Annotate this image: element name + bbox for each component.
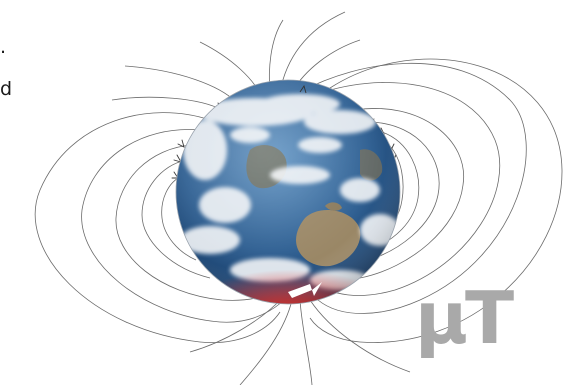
north-arrow-icon — [299, 84, 307, 94]
cropped-text-fragment-2: d — [0, 78, 13, 100]
cropped-text-fragment-1: . — [0, 36, 7, 58]
unit-label-microtesla: μT — [415, 276, 514, 360]
earth-globe-icon — [175, 79, 401, 305]
south-pole-arrow-icon — [288, 282, 322, 298]
